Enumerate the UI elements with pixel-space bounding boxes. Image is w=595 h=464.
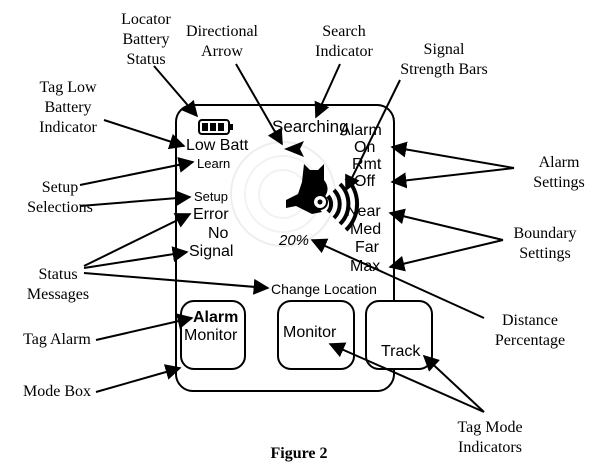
searching-text: Searching [272, 117, 349, 136]
callout-search-indicator: Search Indicator [315, 23, 373, 60]
directional-arrow-icon [284, 141, 304, 157]
rmt-text: Rmt [352, 156, 382, 173]
leader-directional-arrow [235, 63, 283, 146]
callout-distance-percentage: Distance Percentage [494, 312, 566, 349]
mode-box-alarm-monitor [180, 300, 246, 370]
mode-track-label: Track [381, 343, 421, 360]
callout-alarm-settings: Alarm Settings [533, 154, 585, 191]
leader-status-error [83, 213, 192, 267]
leader-setup-setup [79, 190, 192, 207]
leader-mode-box [95, 364, 182, 393]
leader-distance-percentage [310, 238, 485, 319]
callout-signal-strength-bars: Signal Strength Bars [400, 41, 488, 78]
setup-text: Setup [194, 189, 228, 204]
med-text: Med [350, 221, 382, 238]
callout-boundary-settings: Boundary Settings [513, 225, 577, 262]
change-location-text: Change Location [271, 281, 377, 297]
learn-text: Learn [197, 156, 231, 171]
far-text: Far [355, 239, 379, 256]
leader-tag-alarm [95, 313, 194, 341]
leader-signal-bars [345, 79, 401, 192]
mode-monitor-label: Monitor [184, 327, 238, 344]
leader-status-signal [83, 246, 189, 269]
signal-text: Signal [189, 243, 234, 260]
leader-setup-learn [79, 157, 195, 186]
error-text: Error [193, 206, 229, 223]
mode-box-track [365, 300, 433, 370]
callout-status-messages: Status Messages [26, 266, 90, 303]
leader-status-change-location [83, 272, 270, 295]
near-text: Near [346, 203, 381, 220]
leader-alarm-off [390, 167, 515, 189]
distance-percentage-text: 20% [279, 232, 310, 249]
callout-directional-arrow: Directional Arrow [186, 23, 258, 60]
callout-tag-low-battery-indicator: Tag Low Battery Indicator [39, 79, 97, 136]
battery-icon [198, 119, 233, 135]
callout-tag-mode-indicators: Tag Mode Indicators [457, 419, 523, 456]
mode-monitor-only-label: Monitor [283, 324, 337, 341]
callout-locator-battery-status: Locator Battery Status [121, 11, 171, 68]
leader-tag-mode-monitor [328, 342, 485, 413]
callout-mode-box: Mode Box [23, 383, 91, 400]
leader-locator-battery [153, 65, 199, 118]
alarm-on-text: On [354, 139, 376, 156]
max-text: Max [350, 258, 381, 275]
leader-tag-mode-track [422, 354, 485, 413]
mode-box-monitor [277, 300, 355, 370]
figure-caption: Figure 2 [270, 445, 328, 462]
dog-head-icon [286, 164, 328, 214]
leader-tag-low-battery [103, 119, 186, 150]
leader-boundary-max [388, 239, 504, 272]
low-batt-text: Low Batt [186, 137, 249, 154]
leader-search-indicator [314, 63, 341, 119]
no-text: No [208, 225, 229, 242]
callout-setup-selections: Setup Selections [27, 179, 93, 216]
leader-alarm-on [390, 141, 515, 169]
callout-tag-alarm: Tag Alarm [23, 331, 91, 348]
leader-boundary-near [388, 208, 504, 241]
mode-alarm-label: Alarm [193, 309, 239, 326]
alarm-header-text: Alarm [340, 122, 382, 139]
